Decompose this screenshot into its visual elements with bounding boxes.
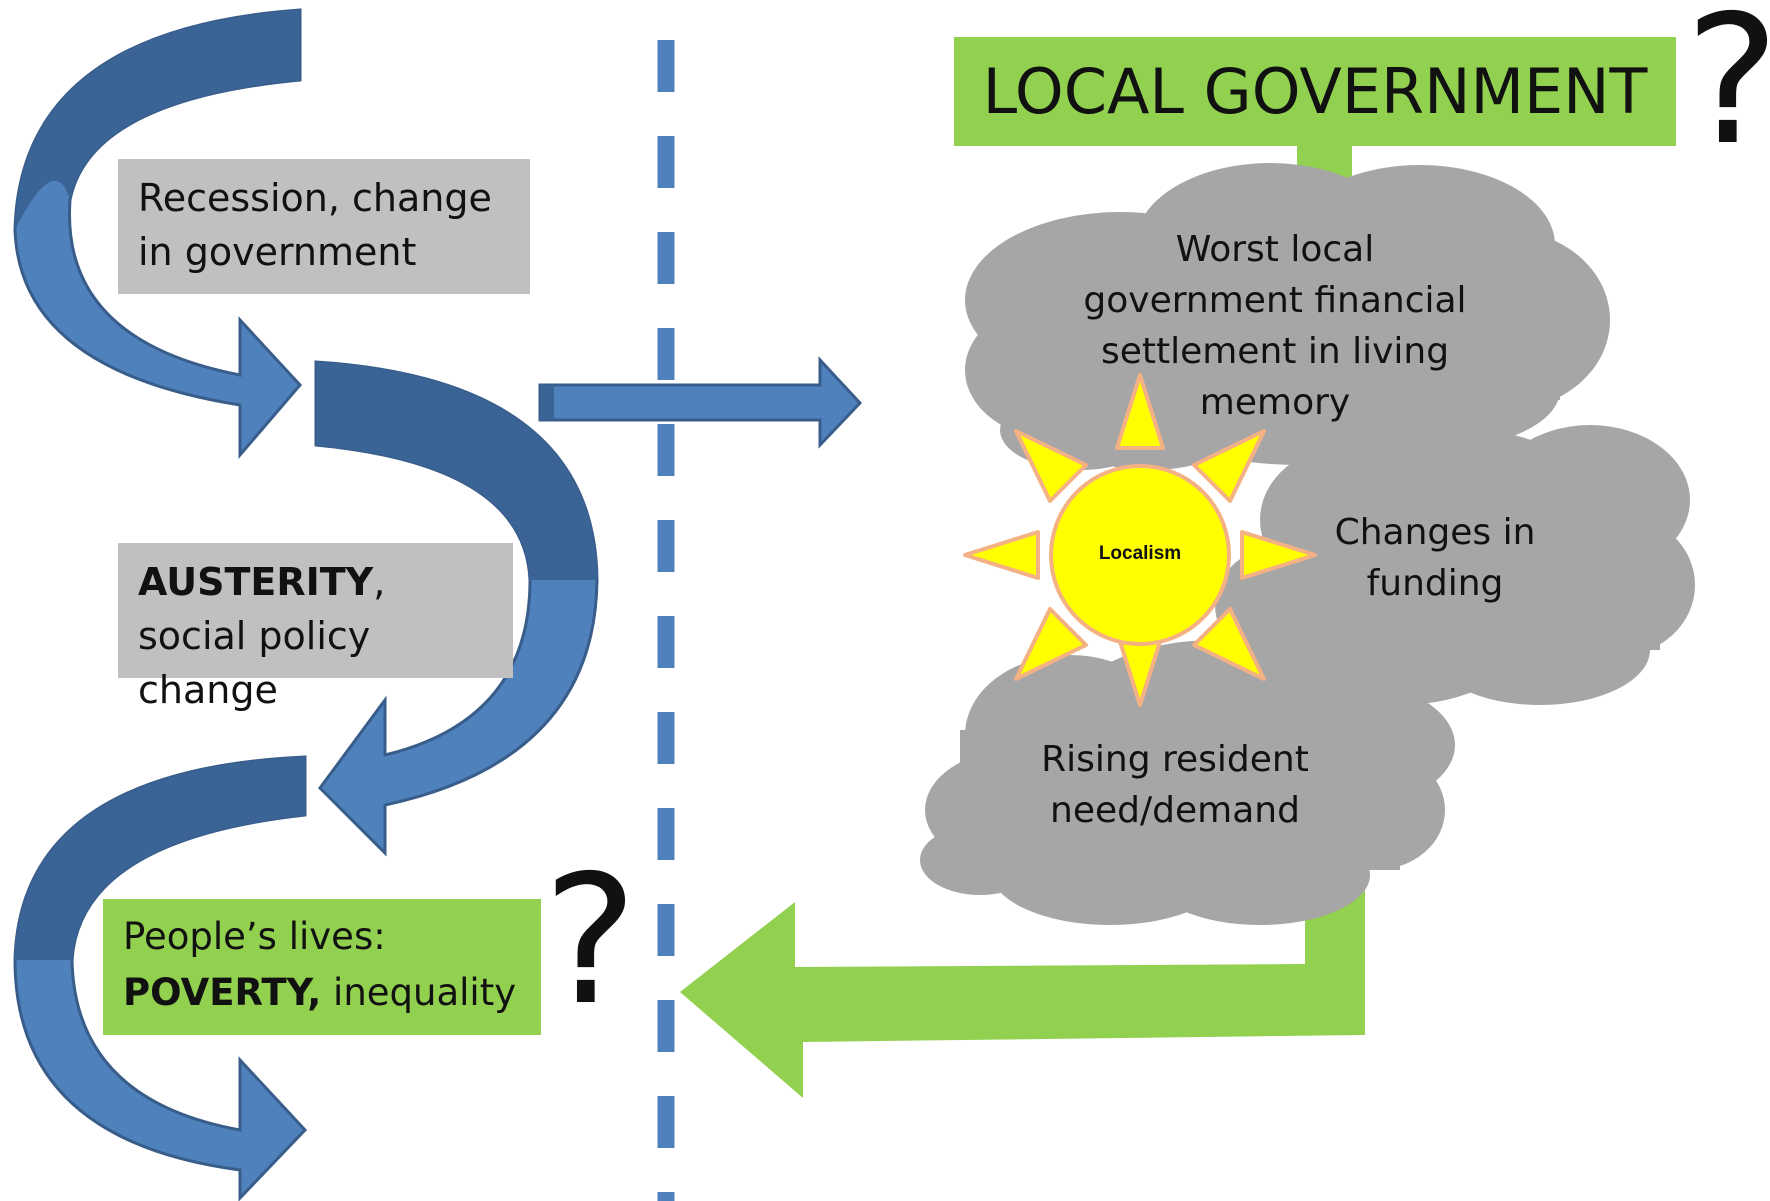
box-recession-text: Recession, change in government <box>138 176 492 274</box>
box-austerity: AUSTERITY, social policy change <box>118 543 513 712</box>
box-peoples-lives-line1: People’s lives: <box>123 915 386 958</box>
box-austerity-bold: AUSTERITY <box>138 560 374 604</box>
box-peoples-lives-line2: POVERTY, inequality <box>123 965 521 1021</box>
box-austerity-rest: , social policy change <box>138 560 386 712</box>
curved-arrow-1 <box>13 8 303 460</box>
cloud-settlement-text: Worst local government financial settlem… <box>1060 224 1490 428</box>
box-peoples-lives-bold: POVERTY, <box>123 971 322 1014</box>
cloud-funding-line1: Changes in <box>1334 512 1536 553</box>
box-recession: Recession, change in government <box>118 159 530 294</box>
cloud-need-line1: Rising resident <box>1041 739 1309 780</box>
cloud-settlement-line3: settlement in living <box>1100 331 1450 372</box>
box-peoples-lives-rest: inequality <box>321 971 517 1014</box>
cloud-settlement-line2: government financial <box>1083 280 1467 321</box>
cloud-funding-text: Changes in funding <box>1325 507 1545 609</box>
cloud-settlement-line1: Worst local <box>1175 229 1375 270</box>
cloud-need-text: Rising resident need/demand <box>1015 734 1335 836</box>
question-mark-top: ? <box>1685 0 1770 170</box>
local-government-banner: LOCAL GOVERNMENT <box>954 37 1676 146</box>
sun-label: Localism <box>1098 543 1182 564</box>
green-return-arrow <box>680 880 1365 1098</box>
sun-localism <box>963 373 1317 707</box>
cloud-settlement <box>965 163 1610 470</box>
box-peoples-lives: People’s lives: POVERTY, inequality <box>103 899 541 1035</box>
question-mark-bottom: ? <box>543 837 638 1044</box>
curved-arrow-3 <box>13 755 308 1201</box>
right-arrow <box>538 356 863 449</box>
cloud-settlement-line4: memory <box>1199 382 1351 423</box>
cloud-need-line2: need/demand <box>1050 790 1300 831</box>
cloud-funding-line2: funding <box>1366 563 1504 604</box>
curved-arrow-2 <box>314 360 599 857</box>
